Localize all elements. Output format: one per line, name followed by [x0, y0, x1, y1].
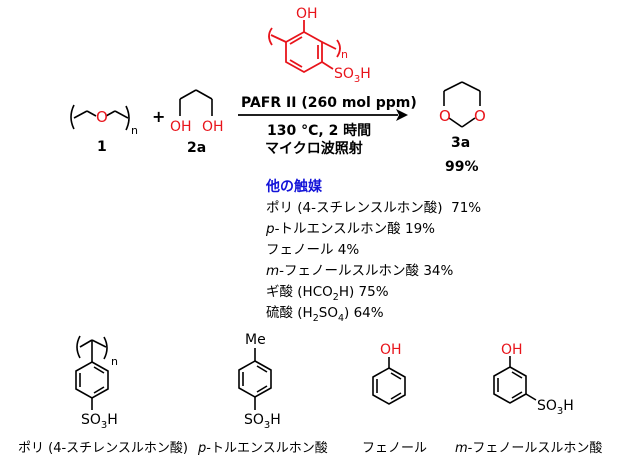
structure-m-phenolsulfonic	[493, 356, 537, 404]
arrow-conditions-line1: 130 °C, 2 時間	[267, 122, 371, 139]
product-3a-structure	[443, 81, 481, 128]
name-m-phenolsulfonic: m-フェノールスルホン酸	[455, 441, 602, 456]
polystyrene-so3h-label: SO3H	[81, 412, 118, 431]
polystyrene-n-label: n	[111, 355, 118, 368]
catalyst-so3h-label: SO3H	[334, 66, 371, 85]
compound-2a-oh-left: OH	[170, 119, 192, 135]
ptsa-me-label: Me	[245, 332, 266, 348]
compound-1-n: n	[131, 124, 138, 137]
catalyst-row-phenol: フェノール 4%	[266, 242, 359, 258]
structure-polystyrenesulfonic	[75, 335, 109, 410]
product-3a-o-left: O	[439, 107, 451, 125]
catalyst-row-ptsa: p-トルエンスルホン酸 19%	[265, 221, 435, 237]
m-phenol-oh-label: OH	[501, 342, 523, 358]
structure-ptsa	[238, 348, 272, 410]
compound-1-structure	[70, 104, 130, 131]
catalyst-pafr-structure	[268, 20, 341, 74]
ptsa-so3h-label: SO3H	[244, 412, 281, 431]
name-phenol: フェノール	[362, 441, 427, 456]
product-3a-yield: 99%	[445, 159, 479, 175]
compound-2a-oh-right: OH	[202, 119, 224, 135]
compound-1-oxygen: O	[96, 108, 108, 126]
compound-2a-label: 2a	[187, 140, 206, 156]
catalyst-oh-label: OH	[296, 6, 318, 22]
name-polystyrenesulfonic: ポリ (4-スチレンスルホン酸)	[18, 441, 188, 456]
plus-sign: +	[152, 107, 165, 126]
reaction-arrowhead	[396, 109, 408, 121]
catalyst-row-formic-acid: ギ酸 (HCO2H) 75%	[266, 284, 389, 303]
structure-phenol	[372, 357, 406, 405]
m-phenol-so3h-label: SO3H	[537, 398, 574, 417]
catalyst-n-label: n	[341, 48, 348, 61]
product-3a-o-right: O	[474, 107, 486, 125]
catalyst-row-sulfuric-acid: 硫酸 (H2SO4) 64%	[266, 305, 384, 324]
compound-2a-structure	[179, 89, 213, 116]
product-3a-label: 3a	[451, 135, 470, 151]
compound-1-label: 1	[97, 139, 107, 155]
catalyst-row-polystyrenesulfonic: ポリ (4-スチレンスルホン酸) 71%	[266, 200, 481, 216]
arrow-conditions-line2: マイクロ波照射	[265, 140, 363, 157]
other-catalysts-heading: 他の触媒	[265, 178, 323, 195]
arrow-catalyst-text: PAFR II (260 mol ppm)	[241, 95, 417, 111]
phenol-oh-label: OH	[380, 342, 402, 358]
catalyst-row-m-phenolsulfonic: m-フェノールスルホン酸 34%	[266, 263, 454, 279]
name-ptsa: p-トルエンスルホン酸	[197, 441, 328, 456]
